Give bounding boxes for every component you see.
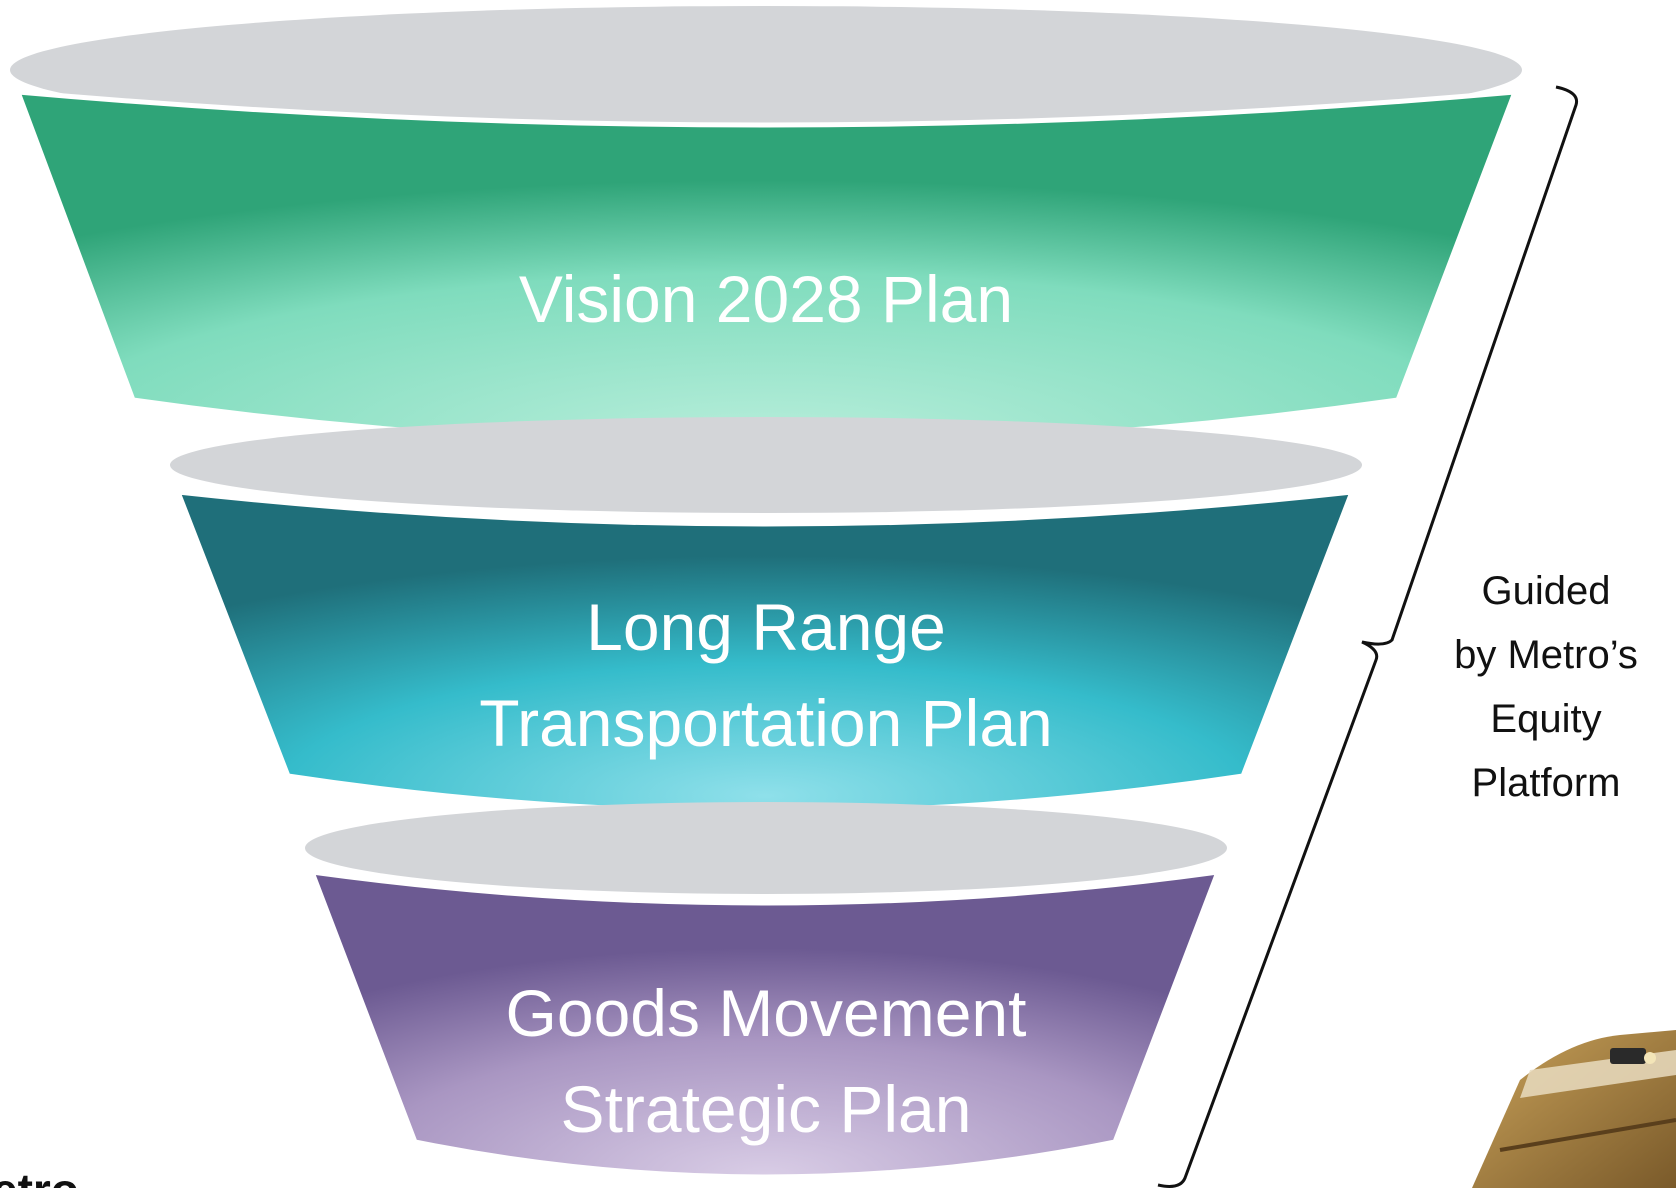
tier-2-label-line-2: Transportation Plan — [479, 686, 1053, 760]
train-illustration — [1472, 1030, 1676, 1188]
tier-1-label: Vision 2028 Plan — [519, 262, 1013, 336]
tier-2-label-line-1: Long Range — [586, 590, 946, 664]
tier-2-rim — [170, 417, 1362, 513]
tier-3-label-line-2: Strategic Plan — [561, 1072, 972, 1146]
bracket-label-line-3: Equity — [1490, 697, 1601, 741]
right-bracket — [1157, 85, 1579, 1188]
tier-vision-2028: Vision 2028 Plan — [10, 6, 1522, 448]
tier-1-rim — [10, 6, 1522, 134]
bracket-label-line-1: Guided — [1482, 569, 1611, 613]
tier-long-range-transportation: Long Range Transportation Plan — [170, 417, 1362, 815]
metro-logo: etro — [0, 1164, 79, 1188]
bracket-label-line-2: by Metro’s — [1454, 633, 1638, 677]
tier-3-label-line-1: Goods Movement — [506, 976, 1027, 1050]
bracket-label-line-4: Platform — [1472, 761, 1621, 805]
tier-3-rim — [305, 802, 1227, 894]
tier-goods-movement-strategic: Goods Movement Strategic Plan — [305, 802, 1227, 1180]
tier-3-body — [308, 868, 1222, 1180]
bracket-label: Guided by Metro’s Equity Platform — [1454, 569, 1638, 805]
